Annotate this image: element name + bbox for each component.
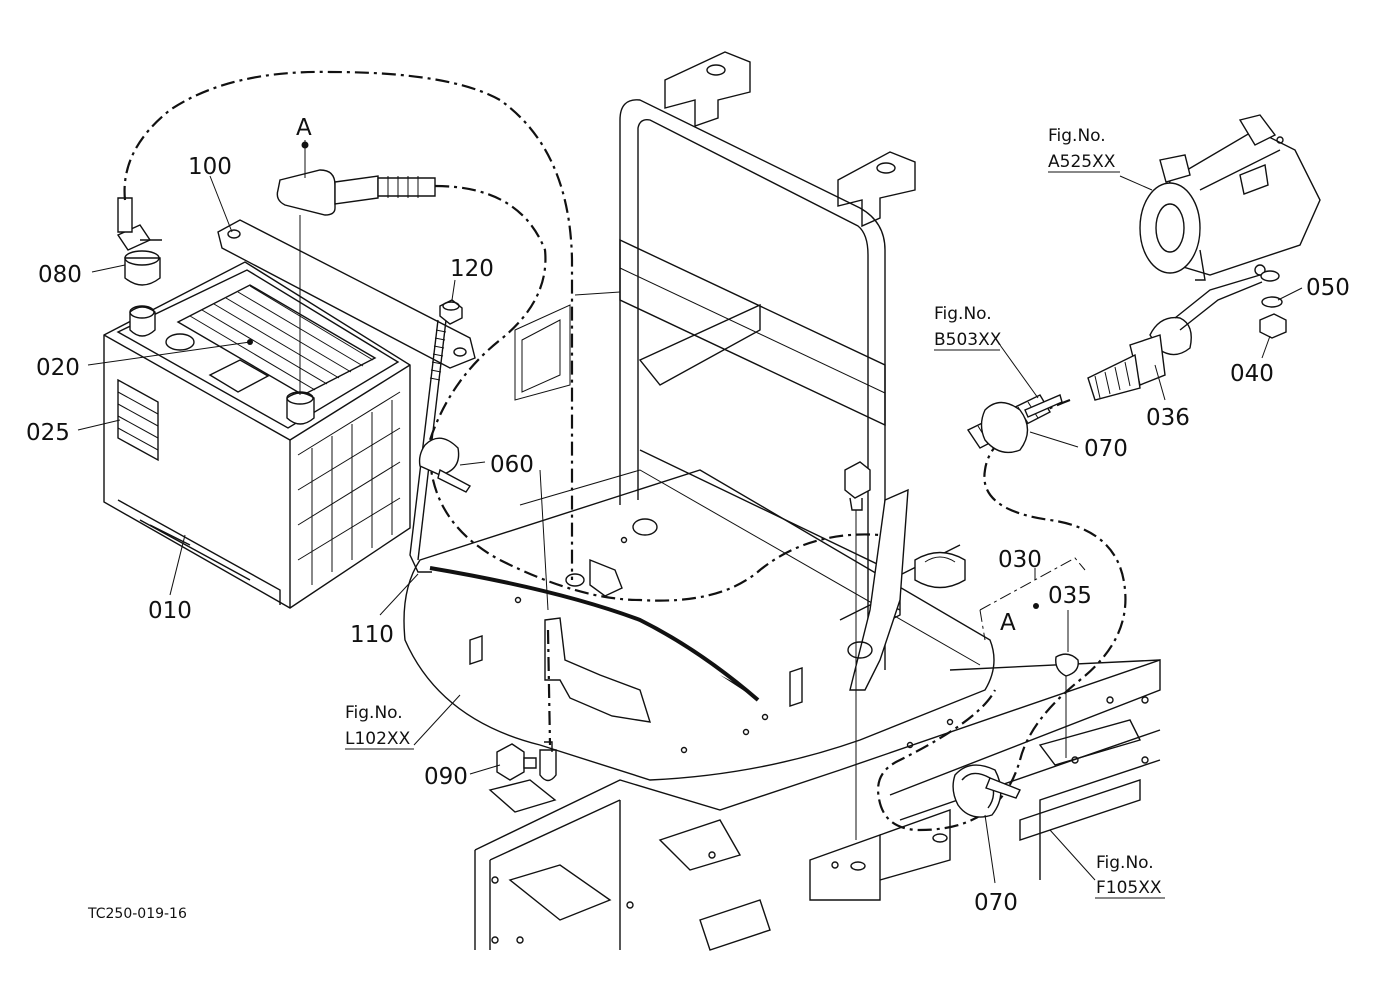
callout-025: 025 [26, 420, 70, 446]
callout-040: 040 [1230, 361, 1274, 387]
fig-ref-b503-title: Fig.No. [934, 304, 992, 324]
cable-clamp-070-upper [966, 394, 1063, 454]
callout-060: 060 [490, 452, 534, 478]
callout-070-upper: 070 [1084, 436, 1128, 462]
leader-lines [77, 140, 1303, 884]
fig-ref-f105-title: Fig.No. [1096, 853, 1154, 873]
callout-a-marker: A [296, 115, 312, 141]
cable-clamp-070-lower [952, 764, 1021, 818]
fig-ref-f105-code: F105XX [1096, 878, 1162, 898]
drawing-code: TC250-019-16 [87, 906, 187, 922]
fig-ref-b503-code: B503XX [934, 330, 1002, 350]
callout-035: 035 [1048, 583, 1092, 609]
callout-030: 030 [998, 547, 1042, 573]
seat-frame [403, 51, 995, 781]
terminal-clamp [116, 197, 162, 286]
cable-connector-a [276, 169, 436, 216]
callout-080: 080 [38, 262, 82, 288]
battery-rod [409, 299, 463, 573]
starter-motor [1139, 114, 1321, 281]
callout-020: 020 [36, 355, 80, 381]
seat-bolt [844, 461, 871, 840]
bolt-035 [1055, 653, 1079, 758]
fig-ref-l102-code: L102XX [345, 729, 411, 749]
fig-ref-a525-code: A525XX [1048, 152, 1116, 172]
callout-090: 090 [424, 764, 468, 790]
battery [103, 261, 411, 609]
chassis-frame [474, 659, 1161, 951]
cables [123, 70, 1127, 832]
bolt-090 [496, 741, 557, 782]
callout-110: 110 [350, 622, 394, 648]
callout-050: 050 [1306, 275, 1350, 301]
cable-clamp-060 [418, 437, 472, 493]
starter-cable-036 [1087, 270, 1280, 401]
callout-070-lower: 070 [974, 890, 1018, 916]
callout-100: 100 [188, 154, 232, 180]
callout-010: 010 [148, 598, 192, 624]
fig-ref-l102-title: Fig.No. [345, 703, 403, 723]
fig-ref-a525-title: Fig.No. [1048, 126, 1106, 146]
battery-holder [217, 219, 476, 369]
callout-a-view: A [1000, 610, 1016, 636]
callout-120: 120 [450, 256, 494, 282]
nuts-040-050 [1259, 296, 1287, 339]
view-a-frame [979, 557, 1086, 641]
callout-036: 036 [1146, 405, 1190, 431]
